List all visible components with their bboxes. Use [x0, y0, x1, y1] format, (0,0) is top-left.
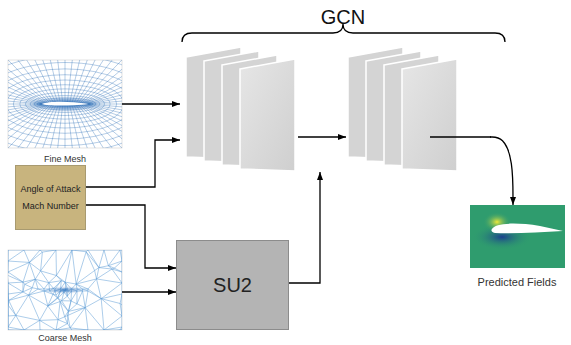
fine-mesh-panel: Fine Mesh: [8, 60, 122, 164]
image-caption: Coarse Mesh: [8, 333, 122, 343]
flow-arrow: [122, 291, 176, 292]
parameter-label: Mach Number: [22, 201, 79, 211]
flow-arrow: [490, 137, 513, 205]
coarse-mesh: [8, 250, 122, 330]
flow-arrow: [289, 172, 320, 283]
solver-label: SU2: [213, 274, 252, 297]
parameter-box: Angle of AttackMach Number: [15, 165, 86, 230]
output-stub: [430, 136, 491, 137]
solver-box: SU2: [176, 240, 289, 330]
gcn-group: GCN: [180, 6, 490, 172]
image-caption: Fine Mesh: [8, 154, 122, 164]
group-title: GCN: [321, 6, 365, 29]
fine-mesh: [8, 60, 122, 148]
coarse-mesh-panel: Coarse Mesh: [8, 250, 122, 343]
parameter-label: Angle of Attack: [20, 184, 80, 194]
flow-arrow: [86, 205, 176, 268]
flow-arrow: [122, 103, 180, 104]
field-image: [470, 205, 565, 268]
layer-stacks: [186, 47, 457, 171]
flow-arrow: [86, 140, 180, 187]
image-caption: Predicted Fields: [466, 276, 568, 289]
predicted-field-panel: Predicted Fields: [466, 205, 568, 289]
layer-arrow: [298, 136, 346, 137]
